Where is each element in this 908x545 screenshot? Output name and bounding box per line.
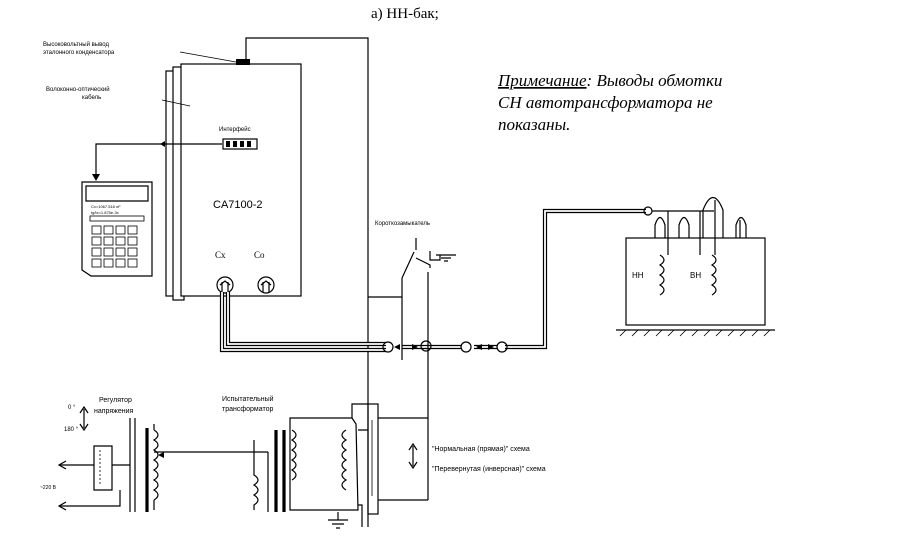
- scheme-switch: [367, 403, 428, 515]
- fiber-label-1: Волоконно-оптический: [46, 86, 110, 93]
- ca7100-device: Интерфейс CA7100-2 Cx Co: [165, 59, 302, 301]
- normal-scheme-label: "Нормальная (прямая)" схема: [432, 446, 530, 453]
- vn-label: ВН: [690, 271, 701, 280]
- test-transformer-label-2: трансформатор: [222, 406, 273, 413]
- note-line3: показаны.: [498, 115, 570, 134]
- cx-connector: [216, 276, 234, 294]
- angle-arrow: [79, 405, 89, 432]
- co-label: Co: [254, 250, 265, 260]
- inverse-scheme-label: "Перевернутая (инверсная)" схема: [432, 466, 546, 473]
- interface-label: Интерфейс: [219, 126, 251, 133]
- hv-lead-wire: [245, 37, 369, 527]
- note-label: Примечание: [497, 71, 587, 90]
- hv-lead-label-2: эталонного конденсатора: [43, 50, 115, 56]
- voltage-regulator: ~220 В: [40, 418, 159, 512]
- regulator-label-1: Регулятор: [99, 397, 132, 404]
- handheld-line1: Cx=1067.516 nF: [91, 204, 121, 209]
- angle-180-label: 180 °: [64, 427, 79, 433]
- coax-cables: [219, 208, 646, 353]
- test-transformer-label-1: Испытательный: [222, 395, 274, 403]
- transformer-object: НН ВН: [616, 196, 775, 337]
- note-line1: : Выводы обмотки: [587, 71, 723, 90]
- test-transformer: [252, 403, 368, 529]
- regulator-label-2: напряжения: [94, 408, 134, 415]
- svg-text:Примечание: Выводы обмотки: Примечание: Выводы обмотки: [497, 71, 722, 90]
- grounding-switch-label: Короткозамыкатель: [375, 221, 430, 227]
- scheme-toggle-arrow: [408, 442, 418, 470]
- coax-connectors: [382, 206, 653, 353]
- handheld-line2: tgδx=1.875e-3x: [91, 210, 119, 215]
- co-connector: [257, 276, 275, 294]
- caption: а) НН-бак;: [371, 6, 439, 22]
- supply-label: ~220 В: [40, 485, 57, 491]
- fiber-label-2: кабель: [82, 95, 101, 101]
- angle-0-label: 0 °: [68, 405, 76, 411]
- handheld-terminal: Cx=1067.516 nF tgδx=1.875e-3x: [81, 181, 153, 277]
- cx-label: Cx: [215, 250, 226, 260]
- note-line2: СН автотрансформатора не: [498, 93, 713, 112]
- fiber-cable: [95, 143, 222, 180]
- hn-label: НН: [632, 271, 644, 280]
- hv-lead-label-1: Высоковольтный вывод: [43, 41, 109, 48]
- note-block: Примечание: Выводы обмотки СН автотрансф…: [497, 71, 722, 134]
- device-model: CA7100-2: [213, 199, 263, 211]
